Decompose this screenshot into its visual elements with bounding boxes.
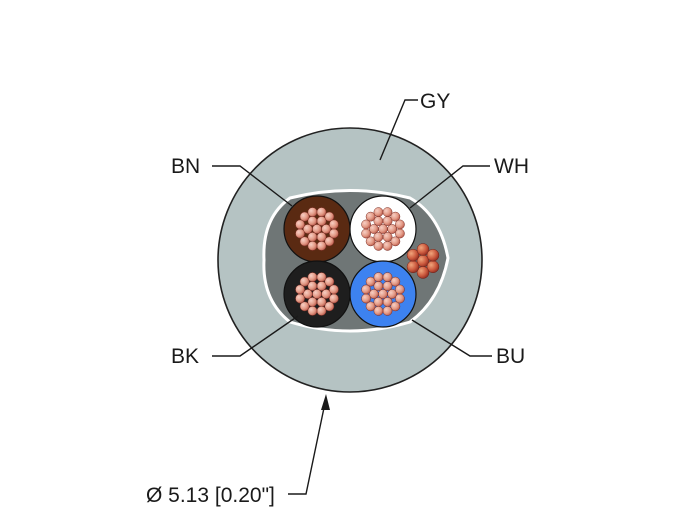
copper-strand — [316, 207, 327, 217]
drain-wire-strand — [416, 266, 430, 279]
copper-strand — [307, 241, 318, 251]
copper-strand — [382, 272, 393, 282]
copper-strand — [390, 301, 401, 312]
blue-conductor — [349, 260, 417, 328]
copper-strand — [295, 284, 305, 295]
copper-strand — [307, 207, 318, 217]
copper-strand — [361, 293, 371, 304]
copper-strand — [312, 224, 322, 234]
copper-strand — [361, 219, 371, 230]
blue-conductor-strands — [361, 272, 405, 316]
copper-strand — [299, 301, 310, 312]
copper-strand — [378, 224, 388, 234]
copper-strand — [382, 207, 393, 217]
white-conductor — [349, 195, 417, 263]
copper-strand — [365, 236, 376, 247]
black-conductor-strands — [295, 272, 339, 316]
drain-wire-strand — [406, 249, 420, 262]
gy-label: GY — [420, 90, 450, 113]
copper-strand — [295, 293, 305, 304]
copper-strand — [329, 219, 339, 230]
copper-strand — [324, 236, 335, 247]
bn-leader-line — [212, 165, 293, 207]
copper-strand — [368, 224, 379, 234]
gy-leader-line — [379, 99, 418, 161]
brown-conductor — [283, 195, 351, 263]
drain-wire-strand — [406, 260, 420, 273]
copper-strand — [387, 289, 398, 299]
drain-wire-strand — [416, 243, 430, 256]
copper-strand — [382, 241, 393, 251]
wh-leader-line — [409, 165, 490, 209]
copper-strand — [365, 301, 376, 312]
copper-strand — [321, 224, 332, 234]
copper-strand — [307, 272, 318, 282]
copper-strand — [373, 306, 384, 316]
copper-strand — [387, 224, 398, 234]
copper-strand — [316, 306, 327, 316]
copper-strand — [390, 211, 401, 222]
copper-strand — [321, 289, 332, 299]
brown-conductor-strands — [295, 207, 339, 251]
copper-strand — [299, 211, 310, 222]
wh-label: WH — [494, 155, 529, 178]
copper-strand — [390, 236, 401, 247]
copper-strand — [302, 224, 313, 234]
copper-strand — [368, 289, 379, 299]
copper-strand — [365, 276, 376, 287]
copper-strand — [307, 306, 318, 316]
copper-strand — [324, 301, 335, 312]
bk-label: BK — [171, 345, 199, 368]
copper-strand — [373, 207, 384, 217]
drain-wire-strand — [426, 249, 440, 262]
bk-leader-line — [212, 315, 299, 357]
copper-strand — [382, 306, 393, 316]
copper-strand — [361, 284, 371, 295]
copper-strand — [373, 272, 384, 282]
copper-strand — [361, 228, 371, 239]
bu-label: BU — [496, 345, 525, 368]
copper-strand — [329, 284, 339, 295]
black-conductor — [283, 260, 351, 328]
copper-strand — [390, 276, 401, 287]
copper-strand — [302, 289, 313, 299]
copper-strand — [299, 276, 310, 287]
drain-wire — [406, 243, 440, 279]
copper-strand — [395, 284, 405, 295]
copper-strand — [312, 289, 322, 299]
copper-strand — [365, 211, 376, 222]
copper-strand — [373, 241, 384, 251]
copper-strand — [378, 289, 388, 299]
copper-strand — [324, 276, 335, 287]
copper-strand — [299, 236, 310, 247]
diameter-leader-line — [288, 402, 326, 495]
bu-leader-line — [411, 319, 492, 357]
copper-strand — [316, 272, 327, 282]
copper-strand — [295, 228, 305, 239]
copper-strand — [395, 219, 405, 230]
copper-strand — [324, 211, 335, 222]
copper-strand — [316, 241, 327, 251]
copper-strand — [295, 219, 305, 230]
diameter-arrowhead — [321, 394, 330, 410]
diameter-label: Ø 5.13 [0.20"] — [146, 484, 275, 507]
white-conductor-strands — [361, 207, 405, 251]
bn-label: BN — [171, 155, 200, 178]
